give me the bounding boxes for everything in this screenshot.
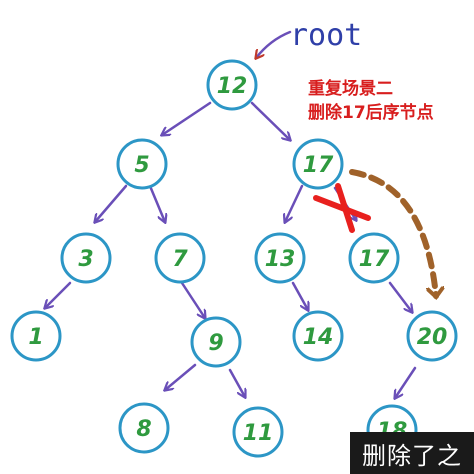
edge-20-18 (395, 366, 417, 398)
node-label: 14 (303, 325, 334, 350)
tree-node: 1 (10, 310, 62, 362)
tree-node: 5 (116, 138, 168, 190)
node-label: 11 (243, 421, 274, 446)
node-label: 5 (134, 153, 149, 178)
tree-node: 11 (232, 406, 284, 458)
tree-node: 12 (206, 59, 258, 111)
tree-node: 13 (254, 232, 306, 284)
edge-13-14 (291, 281, 308, 310)
node-label: 9 (208, 331, 223, 356)
edge-17-20 (388, 281, 412, 312)
annotation-line-1: 重复场景二 (308, 78, 393, 99)
edge-12-17 (250, 101, 290, 140)
edge-7-9 (180, 281, 205, 318)
root-pointer-arrow (256, 30, 292, 58)
tree-node: 14 (292, 310, 344, 362)
annotation-line-2: 删除17后序节点 (308, 102, 434, 123)
root-label: root (290, 18, 362, 53)
node-label: 20 (417, 325, 448, 350)
tree-node: 8 (118, 402, 170, 454)
node-label: 17 (303, 153, 334, 178)
node-label: 7 (172, 247, 188, 272)
tree-node: 3 (60, 232, 112, 284)
move-dashed-arrow (349, 169, 436, 296)
node-label: 13 (265, 247, 296, 272)
tree-node: 9 (190, 316, 242, 368)
edge-5-3 (95, 184, 128, 222)
edge-3-1 (45, 281, 72, 308)
edge-9-11 (228, 368, 245, 397)
node-label: 8 (136, 417, 151, 442)
tree-node: 7 (154, 232, 206, 284)
tree-node: 20 (406, 310, 458, 362)
caption-badge: 删除了之 (350, 432, 474, 474)
node-label: 1 (28, 325, 43, 350)
node-label: 17 (359, 247, 390, 272)
node-label: 12 (217, 74, 248, 99)
edge-12-5 (162, 101, 212, 135)
node-label: 3 (78, 247, 93, 272)
edge-17-13 (285, 184, 304, 222)
tree-node: 17 (292, 138, 344, 190)
delete-cross-mark (313, 183, 371, 233)
edge-5-7 (148, 184, 165, 222)
edge-9-8 (165, 363, 197, 390)
tree-node: 17 (348, 232, 400, 284)
